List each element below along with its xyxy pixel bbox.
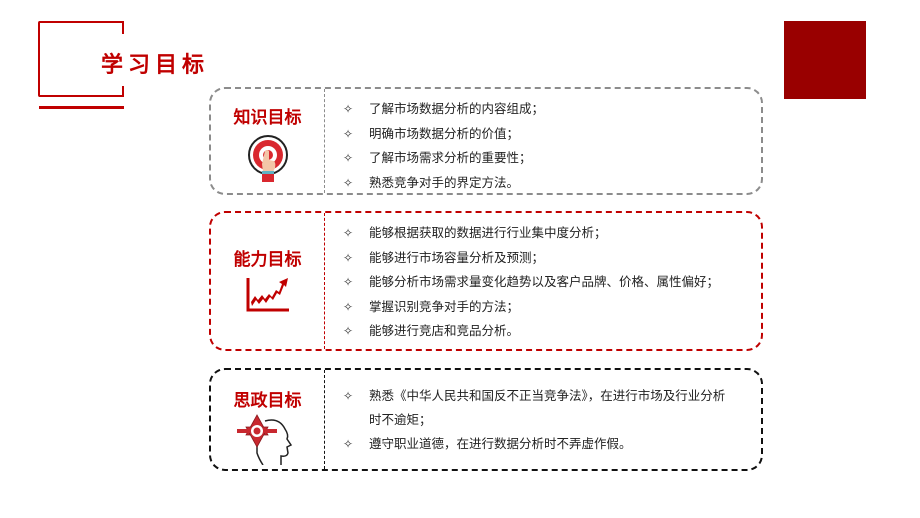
title-bracket-decoration	[122, 86, 124, 97]
list-item: ✧熟悉《中华人民共和国反不正当竞争法》，在进行市场及行业分析时不逾矩；	[343, 384, 733, 432]
page-title: 学习目标	[101, 53, 210, 78]
title-bracket-decoration	[122, 21, 124, 34]
goal-header: 知识目标	[211, 89, 325, 193]
goal-label: 思政目标	[233, 391, 302, 411]
target-icon	[246, 134, 290, 186]
diamond-bullet-icon: ✧	[343, 324, 354, 338]
list-item: ✧掌握识别竞争对手的方法；	[343, 295, 753, 320]
list-item: ✧明确市场数据分析的价值；	[343, 122, 753, 147]
list-item: ✧了解市场需求分析的重要性；	[343, 146, 753, 171]
goal-header: 能力目标	[211, 213, 325, 349]
diamond-bullet-icon: ✧	[343, 175, 354, 190]
goal-label: 知识目标	[233, 108, 302, 128]
diamond-bullet-icon: ✧	[343, 299, 354, 314]
knowledge-goal-box: 知识目标 ✧了解市场数据分析的内容组成； ✧明确市场数据分析的价值； ✧了解市场…	[209, 87, 763, 195]
list-item: ✧了解市场数据分析的内容组成；	[343, 97, 753, 122]
goal-list: ✧能够根据获取的数据进行行业集中度分析； ✧能够进行市场容量分析及预测； ✧能够…	[343, 221, 753, 344]
list-item: ✧能够根据获取的数据进行行业集中度分析；	[343, 221, 753, 246]
list-item: ✧熟悉竞争对手的界定方法。	[343, 171, 753, 196]
diamond-bullet-icon: ✧	[343, 437, 354, 451]
title-underline-decoration	[39, 106, 124, 109]
list-item: ✧能够分析市场需求量变化趋势以及客户品牌、价格、属性偏好；	[343, 270, 753, 295]
diamond-bullet-icon: ✧	[343, 102, 354, 116]
head-star-icon	[235, 413, 301, 469]
goal-list: ✧熟悉《中华人民共和国反不正当竞争法》，在进行市场及行业分析时不逾矩； ✧遵守职…	[343, 384, 733, 456]
diamond-bullet-icon: ✧	[343, 250, 354, 265]
diamond-bullet-icon: ✧	[343, 389, 354, 403]
growth-chart-icon	[245, 276, 291, 316]
goal-header: 思政目标	[211, 370, 325, 469]
list-item: ✧能够进行市场容量分析及预测；	[343, 246, 753, 271]
diamond-bullet-icon: ✧	[343, 126, 354, 141]
ideological-goal-box: 思政目标 ✧熟悉《中华人民共和国反不正当竞争法》，在进行市场及行业分析时不逾矩；…	[209, 368, 763, 471]
diamond-bullet-icon: ✧	[343, 151, 354, 165]
diamond-bullet-icon: ✧	[343, 275, 354, 289]
goal-list: ✧了解市场数据分析的内容组成； ✧明确市场数据分析的价值； ✧了解市场需求分析的…	[343, 97, 753, 195]
corner-square-decoration	[784, 21, 866, 99]
goal-label: 能力目标	[233, 250, 302, 270]
ability-goal-box: 能力目标 ✧能够根据获取的数据进行行业集中度分析； ✧能够进行市场容量分析及预测…	[209, 211, 763, 351]
list-item: ✧能够进行竞店和竞品分析。	[343, 319, 753, 344]
diamond-bullet-icon: ✧	[343, 226, 354, 240]
title-bracket-decoration	[38, 21, 124, 97]
list-item: ✧遵守职业道德，在进行数据分析时不弄虚作假。	[343, 432, 733, 456]
